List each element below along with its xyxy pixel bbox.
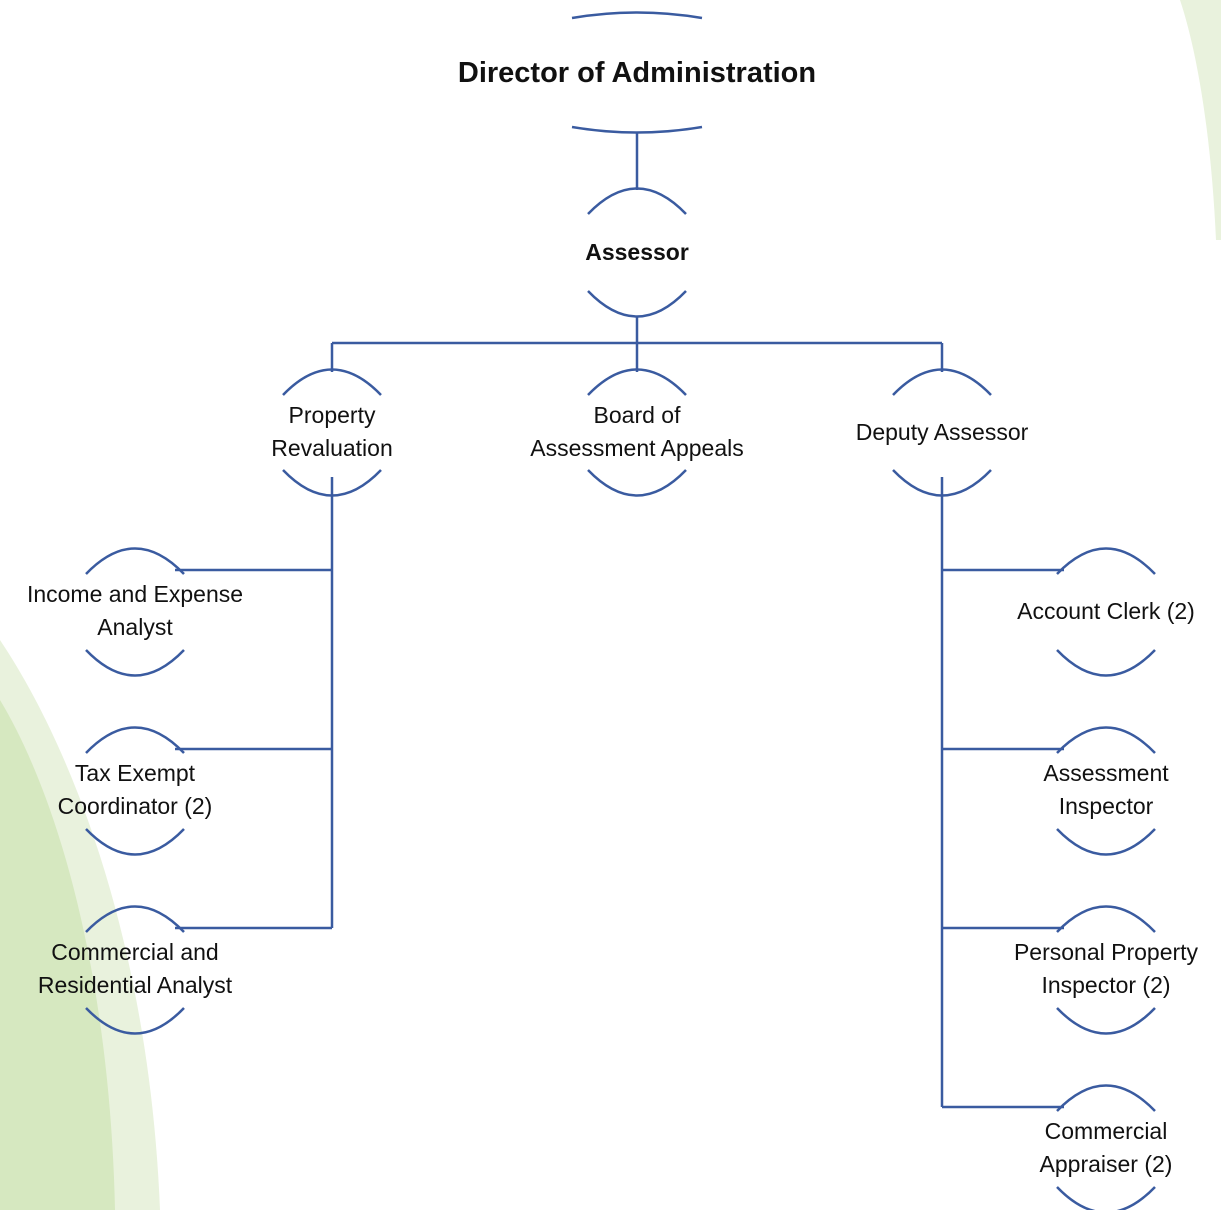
income-node-bottom-arc [85, 649, 185, 677]
income-node-top-arc [85, 547, 185, 575]
decor-swoosh-bottom-left-inner [0, 700, 115, 1210]
commercial-node-bottom-arc [85, 1007, 185, 1035]
assessor-node-bottom-arc [587, 290, 687, 318]
director-node-bottom-arc [571, 125, 703, 134]
personal-node-top-arc [1056, 905, 1156, 933]
director-label-text: Director of Administration [457, 57, 817, 89]
assessor-label-text: Assessor [585, 239, 689, 265]
decor-swoosh-top-right [1180, 0, 1221, 240]
income-expense-analyst-label: Income and Expense Analyst [5, 578, 265, 644]
property-revaluation-line1: Property [288, 402, 376, 428]
assessment-inspector-line2: Inspector [1058, 793, 1154, 819]
personal-property-line2: Inspector (2) [1041, 972, 1171, 998]
revaluation-node-bottom-arc [282, 469, 382, 497]
commercial-appraiser-line2: Appraiser (2) [1039, 1151, 1173, 1177]
deputy-node-bottom-arc [892, 469, 992, 497]
assessor-node-top-arc [587, 187, 687, 215]
assessment-inspector-line1: Assessment [1043, 760, 1169, 786]
property-revaluation-label: Property Revaluation [232, 399, 432, 465]
personal-node-bottom-arc [1056, 1007, 1156, 1035]
board-node-bottom-arc [587, 469, 687, 497]
taxexempt-node-bottom-arc [85, 828, 185, 856]
personal-property-inspector-label: Personal Property Inspector (2) [991, 936, 1221, 1002]
assessor-label: Assessor [537, 236, 737, 269]
tax-exempt-line2: Coordinator (2) [57, 793, 213, 819]
accountclerk-node-bottom-arc [1056, 649, 1156, 677]
board-node-top-arc [587, 368, 687, 396]
account-clerk-text: Account Clerk (2) [1017, 598, 1195, 624]
accountclerk-node-top-arc [1056, 547, 1156, 575]
commercial-appraiser-label: Commercial Appraiser (2) [991, 1115, 1221, 1181]
board-appeals-line2: Assessment Appeals [530, 435, 744, 461]
inspector-node-bottom-arc [1056, 828, 1156, 856]
deputy-node-top-arc [892, 368, 992, 396]
node-arcs [85, 11, 1156, 1210]
income-expense-line2: Analyst [97, 614, 173, 640]
commercial-node-top-arc [85, 905, 185, 933]
appraiser-node-bottom-arc [1056, 1186, 1156, 1210]
tax-exempt-line1: Tax Exempt [74, 760, 196, 786]
director-label: Director of Administration [387, 55, 887, 91]
deputy-assessor-text: Deputy Assessor [855, 419, 1029, 445]
board-appeals-line1: Board of [593, 402, 681, 428]
inspector-node-top-arc [1056, 726, 1156, 754]
director-node-top-arc [571, 11, 703, 20]
income-expense-line1: Income and Expense [26, 581, 244, 607]
property-revaluation-line2: Revaluation [271, 435, 393, 461]
tax-exempt-coordinator-label: Tax Exempt Coordinator (2) [5, 757, 265, 823]
deputy-assessor-label: Deputy Assessor [832, 416, 1052, 449]
connector-lines [175, 133, 1064, 1109]
personal-property-line1: Personal Property [1013, 939, 1199, 965]
commercial-appraiser-line1: Commercial [1044, 1118, 1168, 1144]
account-clerk-label: Account Clerk (2) [991, 595, 1221, 628]
board-appeals-label: Board of Assessment Appeals [507, 399, 767, 465]
taxexempt-node-top-arc [85, 726, 185, 754]
assessment-inspector-label: Assessment Inspector [991, 757, 1221, 823]
commercial-residential-line2: Residential Analyst [37, 972, 233, 998]
commercial-residential-line1: Commercial and [51, 939, 219, 965]
commercial-residential-analyst-label: Commercial and Residential Analyst [5, 936, 265, 1002]
appraiser-node-top-arc [1056, 1084, 1156, 1112]
revaluation-node-top-arc [282, 368, 382, 396]
